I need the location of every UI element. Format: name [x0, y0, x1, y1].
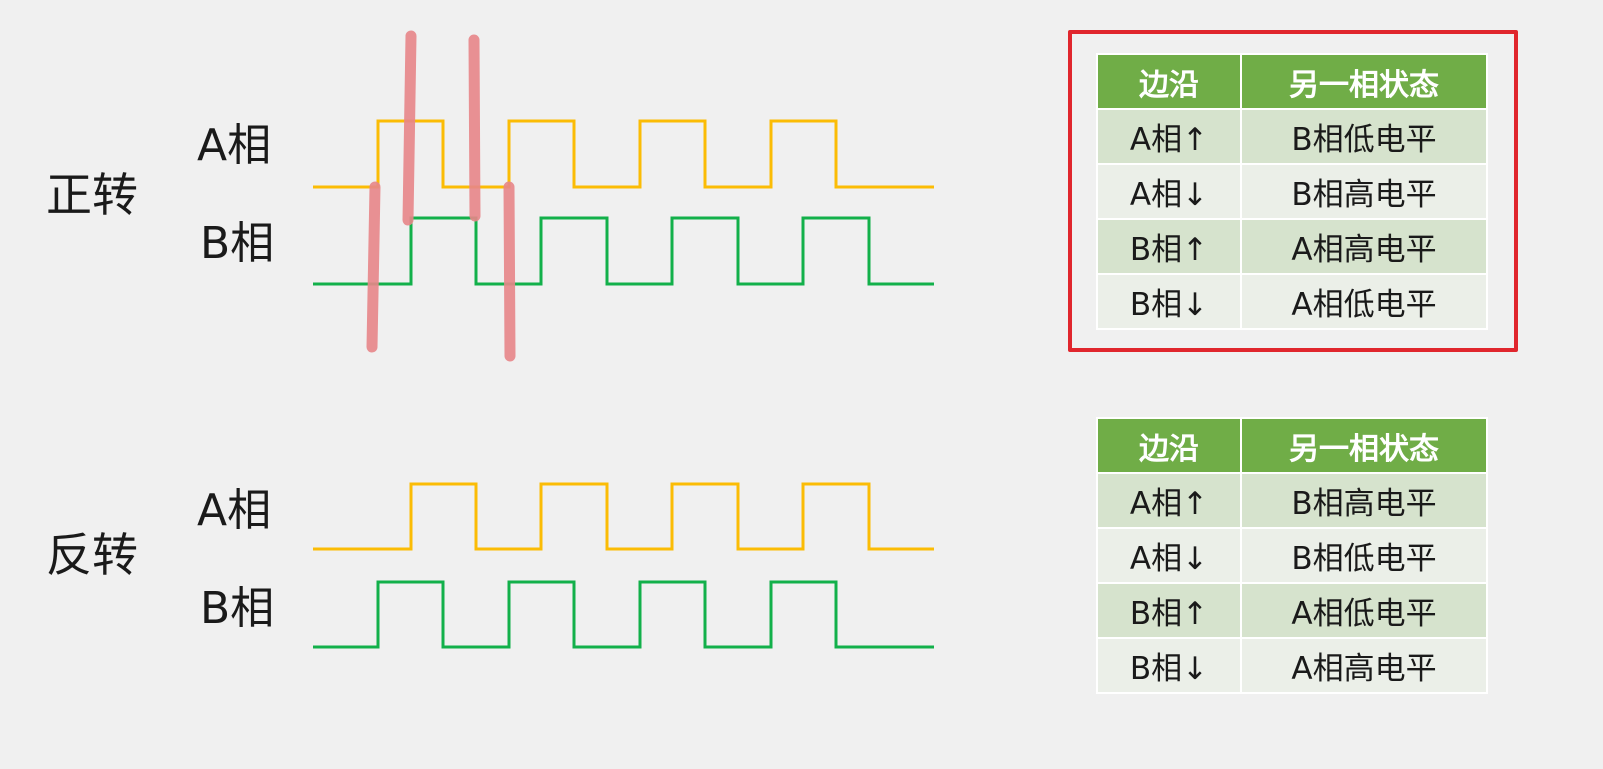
- edge-cell: B相↓: [1096, 273, 1242, 330]
- table-header-row: 边沿 另一相状态: [1096, 417, 1488, 474]
- state-cell: A相高电平: [1240, 218, 1488, 275]
- forward-table-highlight: [1068, 30, 1518, 352]
- state-cell: B相低电平: [1240, 527, 1488, 584]
- table-row: B相↑ A相低电平: [1096, 582, 1488, 639]
- table-header-row: 边沿 另一相状态: [1096, 53, 1488, 110]
- reverse-phase-b-label: B相: [200, 583, 275, 634]
- table-row: A相↑ B相高电平: [1096, 472, 1488, 529]
- state-cell: A相高电平: [1240, 637, 1488, 694]
- table-row: A相↑ B相低电平: [1096, 108, 1488, 165]
- forward-waveforms: [313, 119, 934, 286]
- edge-cell: A相↓: [1096, 527, 1242, 584]
- forward-phase-a-label: A相: [197, 120, 272, 171]
- header-edge: 边沿: [1096, 53, 1242, 110]
- forward-state-table: 边沿 另一相状态 A相↑ B相低电平 A相↓ B相高电平 B相↑ A相高电平 B…: [1096, 53, 1488, 330]
- edge-cell: A相↓: [1096, 163, 1242, 220]
- edge-marker: [366, 181, 381, 353]
- edge-cell: B相↑: [1096, 218, 1242, 275]
- forward-phase-b-label: B相: [200, 218, 275, 269]
- edge-marker: [503, 181, 516, 362]
- reverse-waveforms: [313, 482, 934, 649]
- reverse-phase-a-wave: [313, 482, 934, 551]
- forward-phase-b-wave: [313, 216, 934, 286]
- edge-marker: [402, 30, 417, 226]
- edge-cell: A相↑: [1096, 108, 1242, 165]
- state-cell: B相高电平: [1240, 163, 1488, 220]
- reverse-direction-label: 反转: [46, 528, 138, 582]
- state-cell: A相低电平: [1240, 582, 1488, 639]
- table-row: B相↑ A相高电平: [1096, 218, 1488, 275]
- edge-cell: B相↑: [1096, 582, 1242, 639]
- edge-markers: [366, 30, 516, 362]
- forward-direction-label: 正转: [46, 168, 138, 222]
- header-other-phase-state: 另一相状态: [1240, 53, 1488, 110]
- reverse-phase-a-label: A相: [197, 485, 272, 536]
- edge-cell: B相↓: [1096, 637, 1242, 694]
- reverse-phase-b-wave: [313, 580, 934, 649]
- state-cell: A相低电平: [1240, 273, 1488, 330]
- header-edge: 边沿: [1096, 417, 1242, 474]
- state-cell: B相高电平: [1240, 472, 1488, 529]
- table-row: A相↓ B相高电平: [1096, 163, 1488, 220]
- header-other-phase-state: 另一相状态: [1240, 417, 1488, 474]
- table-row: B相↓ A相低电平: [1096, 273, 1488, 330]
- table-row: B相↓ A相高电平: [1096, 637, 1488, 694]
- table-row: A相↓ B相低电平: [1096, 527, 1488, 584]
- state-cell: B相低电平: [1240, 108, 1488, 165]
- edge-cell: A相↑: [1096, 472, 1242, 529]
- reverse-state-table: 边沿 另一相状态 A相↑ B相高电平 A相↓ B相低电平 B相↑ A相低电平 B…: [1096, 417, 1488, 694]
- forward-phase-a-wave: [313, 119, 934, 189]
- edge-marker: [468, 34, 481, 222]
